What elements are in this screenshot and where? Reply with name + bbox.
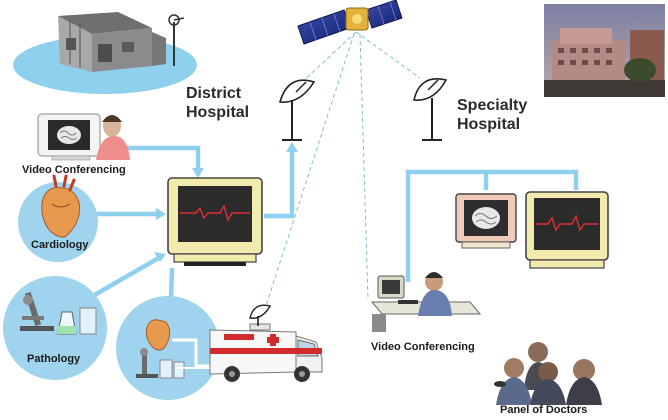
ecg-trace <box>180 204 250 222</box>
microscope-icon <box>136 348 158 378</box>
heart-icon <box>145 319 171 351</box>
satellite-links <box>263 31 421 313</box>
satellite-link-district <box>299 31 357 85</box>
cardiology-bubble <box>18 174 98 262</box>
district-dish-icon <box>278 79 316 141</box>
district-hospital-label: District Hospital <box>186 84 249 122</box>
pathology-bubble <box>3 276 107 380</box>
satellite-link-vc <box>359 33 369 301</box>
ambulance-dish-icon <box>249 304 272 326</box>
district-monitor-icon <box>167 177 263 266</box>
pathology-label: Pathology <box>27 353 81 365</box>
hospital-building-photo <box>544 4 665 97</box>
specialty-connection-lines <box>405 169 579 282</box>
ambulance-icon <box>209 323 323 382</box>
panel-of-doctors-illustration <box>494 342 602 405</box>
satellite-icon <box>297 0 403 45</box>
district-hospital-label-line1: District <box>186 85 242 102</box>
brain-icon <box>57 126 81 144</box>
video-conferencing-left-label: Video Conferencing <box>22 164 126 176</box>
cardiology-label: Cardiology <box>31 239 89 251</box>
specialty-hospital-label-line2: Hospital <box>457 116 521 133</box>
mobile-unit-bubble <box>116 296 220 400</box>
rural-house-illustration <box>13 12 197 94</box>
video-conferencing-left-illustration <box>37 113 130 161</box>
video-conferencing-right-illustration <box>370 272 482 332</box>
heart-icon <box>41 174 81 238</box>
specialty-hospital-label-line1: Specialty <box>457 97 528 114</box>
video-conferencing-right-label: Video Conferencing <box>371 341 475 353</box>
microscope-icon <box>20 291 54 331</box>
satellite-link-specialty <box>355 31 421 79</box>
specialty-monitor-brain-icon <box>455 193 517 249</box>
panel-of-doctors-label: Panel of Doctors <box>500 404 588 416</box>
specialty-dish-icon <box>413 78 448 141</box>
district-hospital-label-line2: Hospital <box>186 104 250 121</box>
specialty-monitor-ecg-icon <box>525 191 609 269</box>
specialty-hospital-label: Specialty Hospital <box>457 96 527 134</box>
